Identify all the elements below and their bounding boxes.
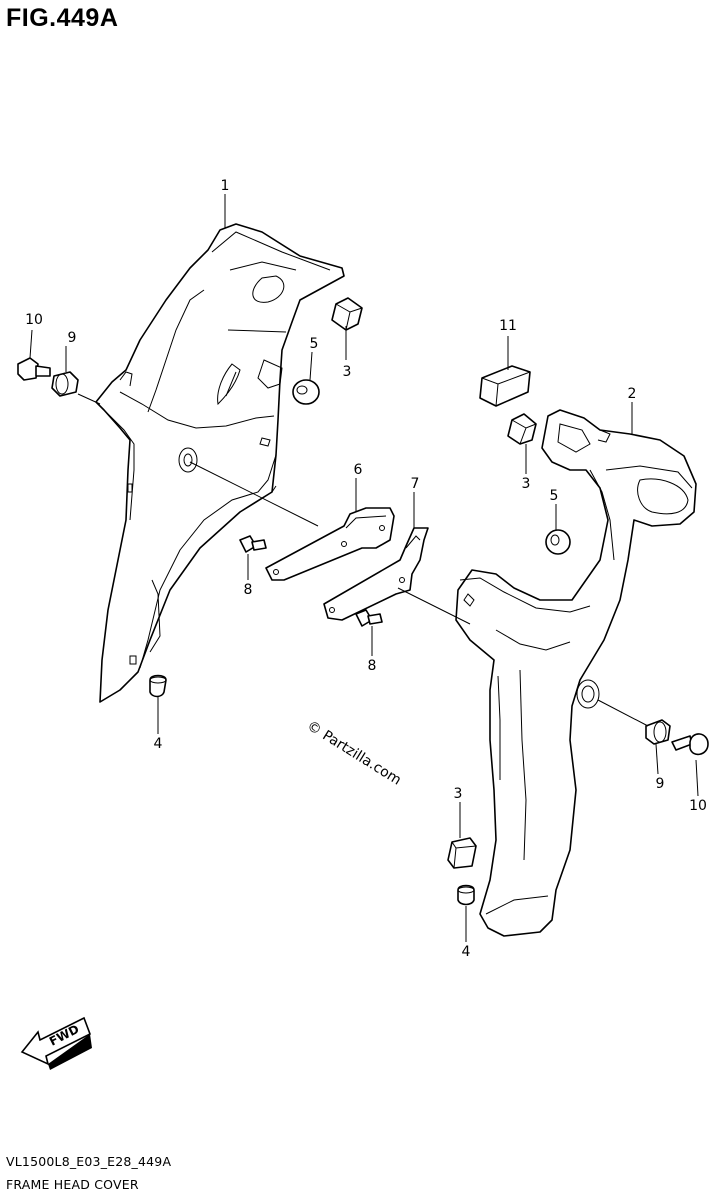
part-3-cushion-a[interactable] [331, 297, 363, 331]
part-5-spacer-a[interactable] [292, 379, 320, 405]
part-2-right-cover[interactable] [455, 409, 697, 937]
callout-4a: 4 [154, 736, 163, 752]
part-10-bolt-a[interactable] [17, 357, 51, 381]
part-9-collar-b[interactable] [645, 719, 671, 745]
leader-lines [29, 194, 699, 942]
watermark-text: © Partzilla.com [304, 718, 404, 789]
part-8-bolt-a[interactable] [239, 535, 267, 553]
callout-7: 7 [411, 476, 420, 492]
part-3-cushion-c[interactable] [447, 837, 477, 869]
part-3-cushion-b[interactable] [507, 413, 537, 445]
model-code: VL1500L8_E03_E28_449A [6, 1154, 172, 1169]
part-10-bolt-b[interactable] [671, 733, 709, 756]
part-11-pad[interactable] [479, 365, 531, 407]
figure-title: FIG.449A [6, 4, 119, 32]
fwd-arrow-icon: FWD [20, 1016, 92, 1070]
part-8-bolt-b[interactable] [355, 609, 383, 627]
callout-9a: 9 [68, 330, 77, 346]
part-7-bracket[interactable] [323, 527, 429, 621]
callout-10a: 10 [25, 312, 43, 328]
part-5-spacer-b[interactable] [545, 529, 571, 555]
part-1-left-cover[interactable] [95, 223, 345, 703]
callout-5b: 5 [550, 488, 559, 504]
part-4-grommet-a[interactable] [149, 674, 167, 698]
callout-11: 11 [499, 318, 517, 334]
callout-9b: 9 [656, 776, 665, 792]
callout-8b: 8 [368, 658, 377, 674]
section-name: FRAME HEAD COVER [6, 1177, 139, 1192]
callout-labels: 1 2 3 3 3 4 4 5 5 6 7 8 8 9 9 10 10 11 [25, 178, 707, 960]
part-9-collar-a[interactable] [51, 371, 79, 397]
callout-2: 2 [628, 386, 637, 402]
callout-5a: 5 [310, 336, 319, 352]
callout-6: 6 [354, 462, 363, 478]
callout-4b: 4 [462, 944, 471, 960]
callout-3b: 3 [522, 476, 531, 492]
callout-10b: 10 [689, 798, 707, 814]
part-4-grommet-b[interactable] [457, 884, 475, 906]
callout-1: 1 [221, 178, 230, 194]
callout-8a: 8 [244, 582, 253, 598]
callout-3a: 3 [343, 364, 352, 380]
callout-3c: 3 [454, 786, 463, 802]
part-6-bracket[interactable] [265, 507, 395, 581]
